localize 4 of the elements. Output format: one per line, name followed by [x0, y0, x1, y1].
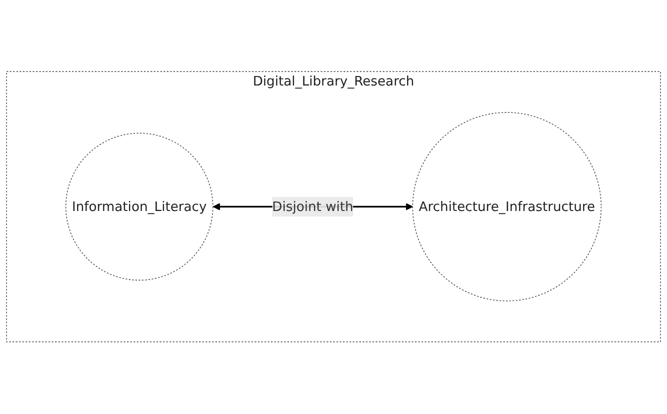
- edge-label: Disjoint with: [272, 197, 354, 217]
- concept-label: Architecture_Infrastructure: [418, 198, 596, 216]
- concept-label: Information_Literacy: [72, 198, 207, 216]
- group-title: Digital_Library_Research: [252, 74, 414, 90]
